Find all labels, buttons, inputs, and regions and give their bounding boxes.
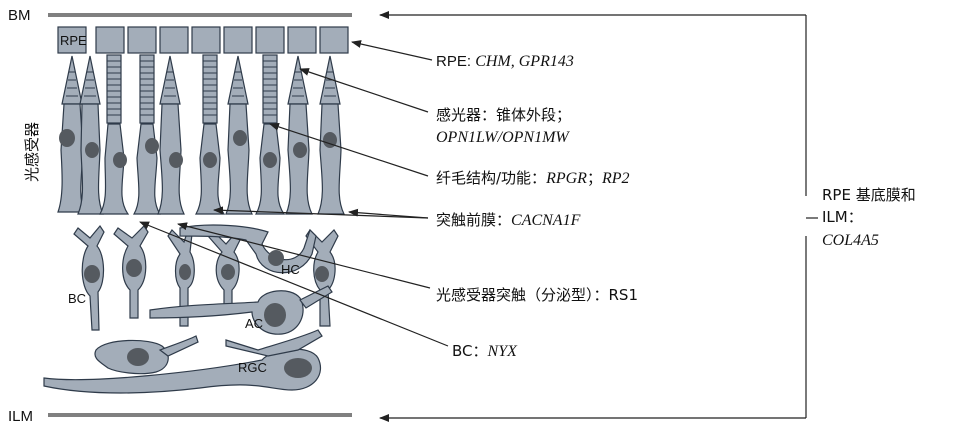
- bm-label: BM: [8, 7, 31, 24]
- annotation-synapse: 突触前膜：CACNA1F: [436, 211, 581, 229]
- bc-label: BC: [68, 291, 86, 306]
- annotation-cone-line2: OPN1LW/OPN1MW: [436, 129, 570, 146]
- annotation-basement-gene: COL4A5: [822, 232, 879, 249]
- rpe-cell-row: [57, 26, 349, 54]
- photoreceptor-cell-bodies: [57, 103, 345, 215]
- basement-membrane-bracket: [379, 11, 818, 422]
- annotation-basement-line2: ILM：: [822, 208, 863, 226]
- rpe-label: RPE: [60, 33, 87, 48]
- annotation-cilia: 纤毛结构/功能：RPGR；RP2: [436, 169, 630, 187]
- annotation-basement-line1: RPE 基底膜和: [822, 186, 916, 204]
- hc-label: HC: [281, 262, 300, 277]
- ac-label: AC: [245, 316, 263, 331]
- annotation-pointers: [139, 40, 449, 347]
- annotation-cone-line1: 感光器：锥体外段；: [436, 106, 571, 124]
- photoreceptor-nuclei: [59, 129, 337, 168]
- rgc-label: RGC: [238, 360, 267, 375]
- annotation-rs1: 光感受器突触（分泌型）：RS1: [436, 286, 638, 304]
- annotation-rpe: RPE: CHM, GPR143: [436, 53, 574, 70]
- inner-retina-nuclei: [84, 250, 329, 378]
- ilm-label: ILM: [8, 408, 33, 425]
- annotation-bc: BC：NYX: [452, 342, 518, 360]
- photoreceptor-vertical-label: 光感受器: [23, 122, 41, 182]
